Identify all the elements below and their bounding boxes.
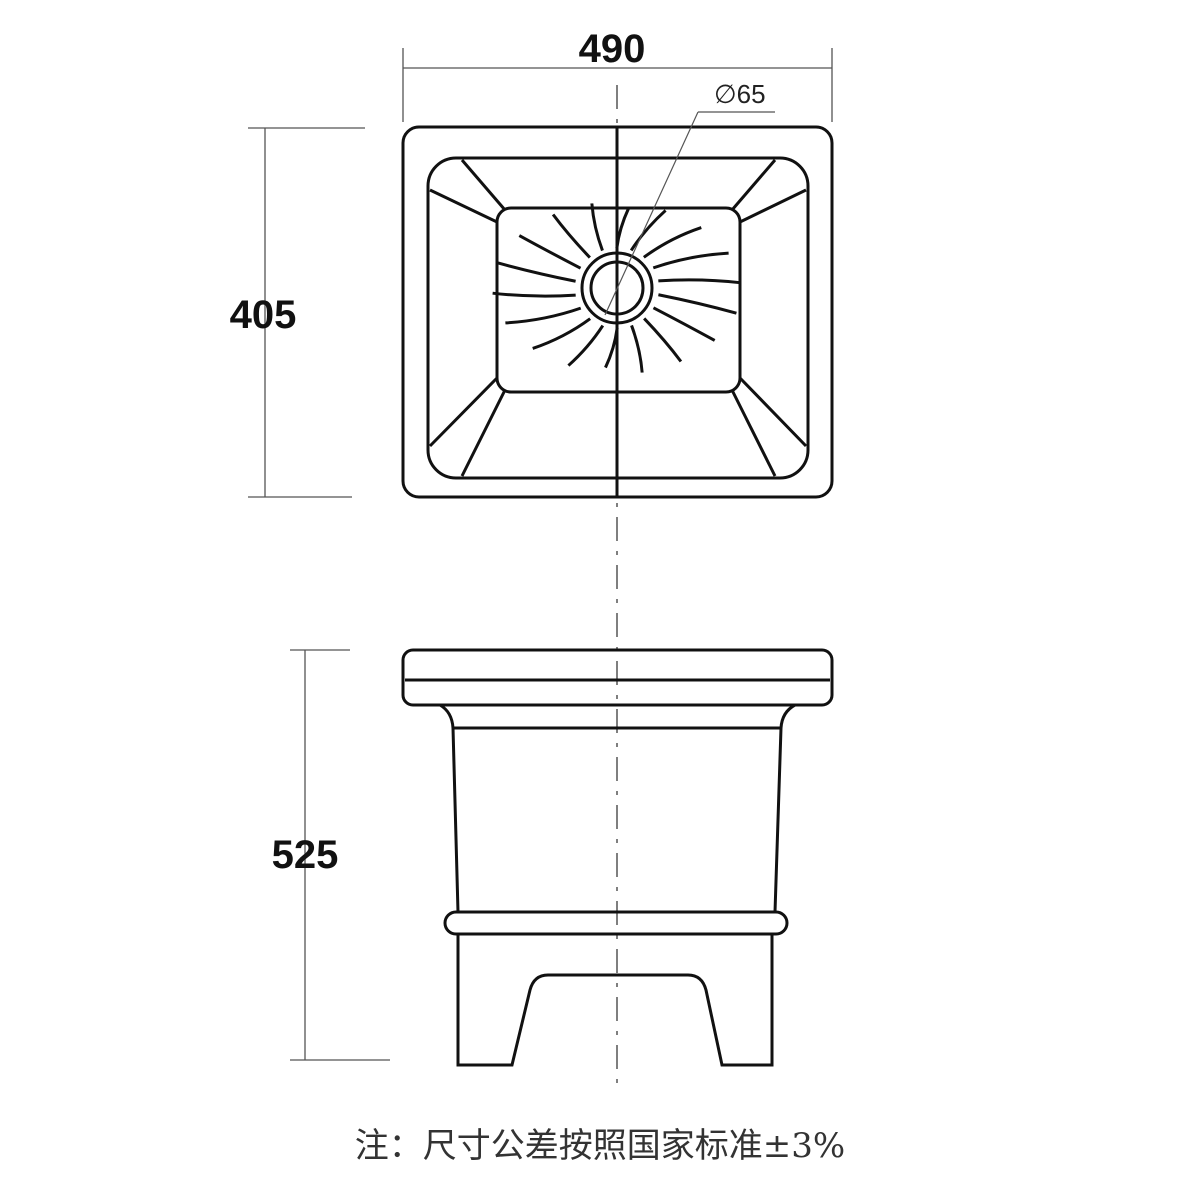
- drain-groove: [567, 324, 605, 367]
- drain-groove: [505, 306, 582, 325]
- drain-groove: [642, 226, 702, 259]
- drain-groove: [630, 324, 644, 373]
- drain-groove: [658, 278, 742, 285]
- depth-label: 405: [230, 293, 297, 337]
- drain-groove: [532, 317, 592, 350]
- width-label: 490: [579, 27, 646, 71]
- height-label: 525: [272, 833, 339, 877]
- top-view: [401, 125, 834, 499]
- drain-groove: [492, 291, 576, 298]
- drain-groove: [551, 213, 591, 259]
- width-dimension: [402, 48, 833, 122]
- drain-diameter-label: ∅65: [714, 79, 766, 109]
- drain-groove: [658, 293, 737, 315]
- drain-groove: [652, 251, 729, 270]
- depth-dimension: [248, 127, 365, 498]
- drain-groove: [497, 261, 576, 283]
- drain-leader-line: [604, 111, 699, 316]
- drain-groove: [615, 207, 630, 249]
- tolerance-note: 注：尺寸公差按照国家标准±3%: [354, 1126, 846, 1166]
- drain-groove: [652, 306, 716, 342]
- drain-groove: [518, 234, 582, 270]
- drain-grooves: [492, 203, 742, 373]
- side-view: [401, 648, 834, 1067]
- drain-groove: [590, 203, 604, 252]
- drain-groove: [629, 209, 667, 252]
- drain-groove: [643, 317, 683, 363]
- height-dimension: [290, 649, 390, 1061]
- drain-groove: [604, 327, 619, 369]
